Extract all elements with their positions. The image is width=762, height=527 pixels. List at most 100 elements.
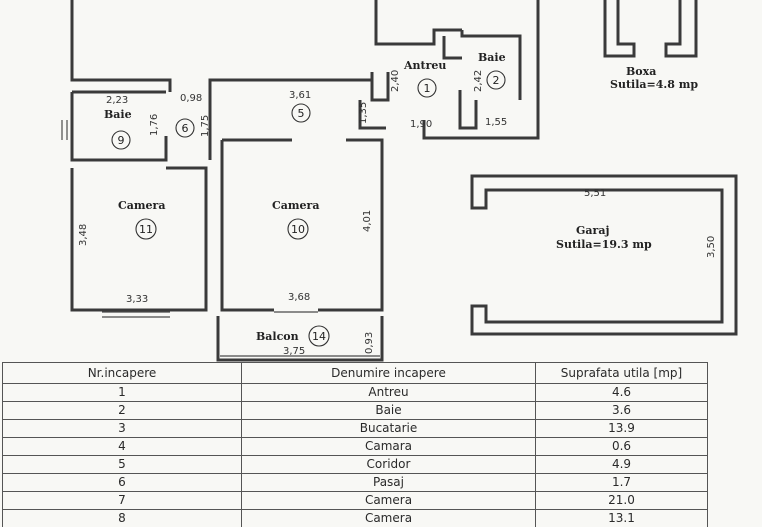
- dimension-label: 0,93: [364, 332, 375, 354]
- dimension-label: 2,42: [473, 70, 484, 92]
- table-cell: 4: [2, 437, 242, 456]
- room-number-circle: [291, 103, 311, 123]
- table-cell: Camara: [241, 437, 536, 456]
- dimension-label: 3,61: [289, 90, 311, 101]
- table-cell: Bucatarie: [241, 419, 536, 438]
- room-number-2: 2: [493, 74, 500, 87]
- table-cell: 6: [2, 473, 242, 492]
- label-garaj: Garaj: [576, 224, 609, 237]
- table-cell: Antreu: [241, 383, 536, 402]
- floor-plan-drawing: Antreu Baie Boxa Sutila=4.8 mp Baie Came…: [61, 0, 738, 362]
- table-row: 1 Antreu 4.6: [2, 383, 708, 402]
- table-cell: 5: [2, 455, 242, 474]
- dimension-label: 3,48: [78, 224, 89, 246]
- wall-boxa-right: [664, 0, 698, 58]
- dimension-label: 1,35: [358, 102, 369, 124]
- label-boxa-area: Sutila=4.8 mp: [610, 78, 698, 91]
- table-cell: Camera: [241, 509, 536, 527]
- wall-bath-inner: [458, 90, 478, 130]
- dimension-label: 5,51: [584, 188, 606, 199]
- table-cell: Pasaj: [241, 473, 536, 492]
- room-number-circle: [175, 118, 195, 138]
- table-cell: 4.6: [535, 383, 708, 402]
- column-header: Denumire incapere: [241, 362, 536, 384]
- table-cell: 21.0: [535, 491, 708, 510]
- table-cell: 3.6: [535, 401, 708, 420]
- room-number-1: 1: [424, 82, 431, 95]
- room-number-6: 6: [182, 122, 189, 135]
- table-cell: 8: [2, 509, 242, 527]
- room-number-circle: [417, 78, 437, 98]
- table-row: 7 Camera 21.0: [2, 491, 708, 510]
- room-number-9: 9: [118, 134, 125, 147]
- room-number-circle: [287, 218, 309, 240]
- dimension-label: 0,98: [180, 93, 202, 104]
- wall-camera-10-right: [318, 138, 384, 312]
- table-cell: 7: [2, 491, 242, 510]
- table-header-row: Nr.incapere Denumire incapere Suprafata …: [2, 362, 708, 384]
- room-number-5: 5: [298, 107, 305, 120]
- table-cell: 13.1: [535, 509, 708, 527]
- dimension-label: 1,90: [410, 119, 432, 130]
- table-cell: Camera: [241, 491, 536, 510]
- label-balcon: Balcon: [256, 330, 299, 343]
- dimension-label: 1,55: [485, 117, 507, 128]
- dimension-label: 3,50: [706, 236, 717, 258]
- table-row: 2 Baie 3.6: [2, 401, 708, 420]
- room-number-circle: [135, 218, 157, 240]
- wall-garage: [470, 174, 738, 336]
- column-header: Nr.incapere: [2, 362, 242, 384]
- wall-camera-10-box: [220, 140, 274, 312]
- dimension-label: 1,75: [200, 115, 211, 137]
- wall-top-center: [374, 0, 462, 46]
- table-cell: 4.9: [535, 455, 708, 474]
- dimension-label: 4,01: [362, 210, 373, 232]
- wall-bath-right: [422, 0, 540, 140]
- dimension-label: 3,33: [126, 294, 148, 305]
- room-number-10: 10: [291, 223, 305, 236]
- dimension-label: 2,40: [390, 70, 401, 92]
- wall-antreu-right: [442, 36, 462, 60]
- table-row: 3 Bucatarie 13.9: [2, 419, 708, 438]
- label-garaj-area: Sutila=19.3 mp: [556, 238, 652, 251]
- room-number-circle: [486, 70, 506, 90]
- table-row: 6 Pasaj 1.7: [2, 473, 708, 492]
- label-camera-mid: Camera: [272, 199, 319, 212]
- dimension-label: 2,23: [106, 95, 128, 106]
- room-area-table: Nr.incapere Denumire incapere Suprafata …: [2, 362, 708, 527]
- wall-corridor-right: [358, 100, 386, 130]
- wall-camera-11: [70, 166, 208, 312]
- room-number-11: 11: [139, 223, 153, 236]
- table-cell: Baie: [241, 401, 536, 420]
- table-row: 4 Camara 0.6: [2, 437, 708, 456]
- wall-boxa: [603, 0, 636, 58]
- dimension-label: 3,75: [283, 346, 305, 357]
- wall-upper-corridor: [208, 78, 372, 92]
- label-baie-left: Baie: [104, 108, 132, 121]
- room-number-14: 14: [312, 330, 326, 343]
- table-cell: 13.9: [535, 419, 708, 438]
- table-cell: 3: [2, 419, 242, 438]
- table-cell: 1: [2, 383, 242, 402]
- wall-bath-top: [460, 30, 522, 100]
- table-row: 5 Coridor 4.9: [2, 455, 708, 474]
- column-header: Suprafata utila [mp]: [535, 362, 708, 384]
- wall-antreu-left: [370, 72, 390, 102]
- wall-bath-9: [70, 92, 168, 162]
- dimension-label: 1,76: [149, 114, 160, 136]
- table-cell: 2: [2, 401, 242, 420]
- dimension-label: 3,68: [288, 292, 310, 303]
- label-camera-left: Camera: [118, 199, 165, 212]
- label-antreu: Antreu: [403, 59, 446, 72]
- label-boxa: Boxa: [626, 65, 656, 78]
- room-number-circle: [308, 325, 330, 347]
- wall-balcony: [216, 316, 384, 362]
- room-number-circle: [111, 130, 131, 150]
- table-row: 8 Camera 13.1: [2, 509, 708, 527]
- table-cell: Coridor: [241, 455, 536, 474]
- label-baie-top: Baie: [478, 51, 506, 64]
- table-cell: 1.7: [535, 473, 708, 492]
- wall-top-left: [70, 0, 172, 92]
- table-cell: 0.6: [535, 437, 708, 456]
